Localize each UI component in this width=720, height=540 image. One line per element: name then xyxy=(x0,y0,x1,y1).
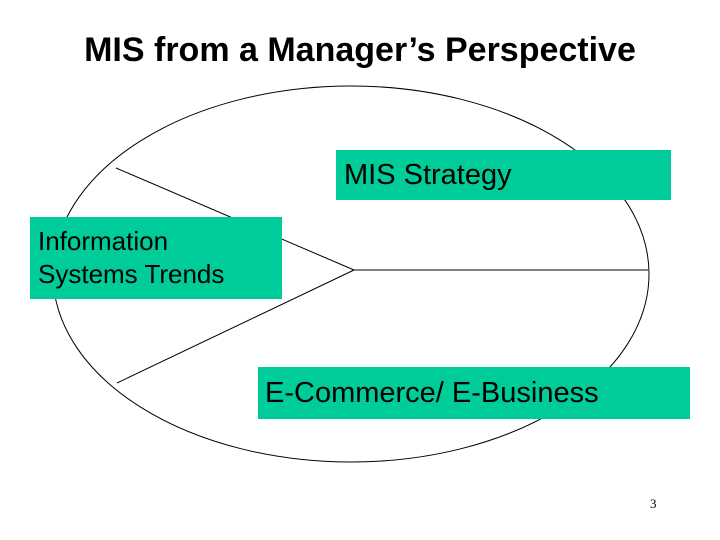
slide-title: MIS from a Manager’s Perspective xyxy=(84,31,636,69)
ecommerce-ebusiness-label: E-Commerce/ E-Business xyxy=(258,367,690,419)
information-systems-trends-label: Information Systems Trends xyxy=(30,217,282,299)
divider-lower-left xyxy=(116,269,355,384)
trends-label-line2: Systems Trends xyxy=(38,259,225,289)
trends-label-line1: Information xyxy=(38,226,169,256)
page-number: 3 xyxy=(650,496,657,511)
mis-strategy-label: MIS Strategy xyxy=(336,150,671,200)
